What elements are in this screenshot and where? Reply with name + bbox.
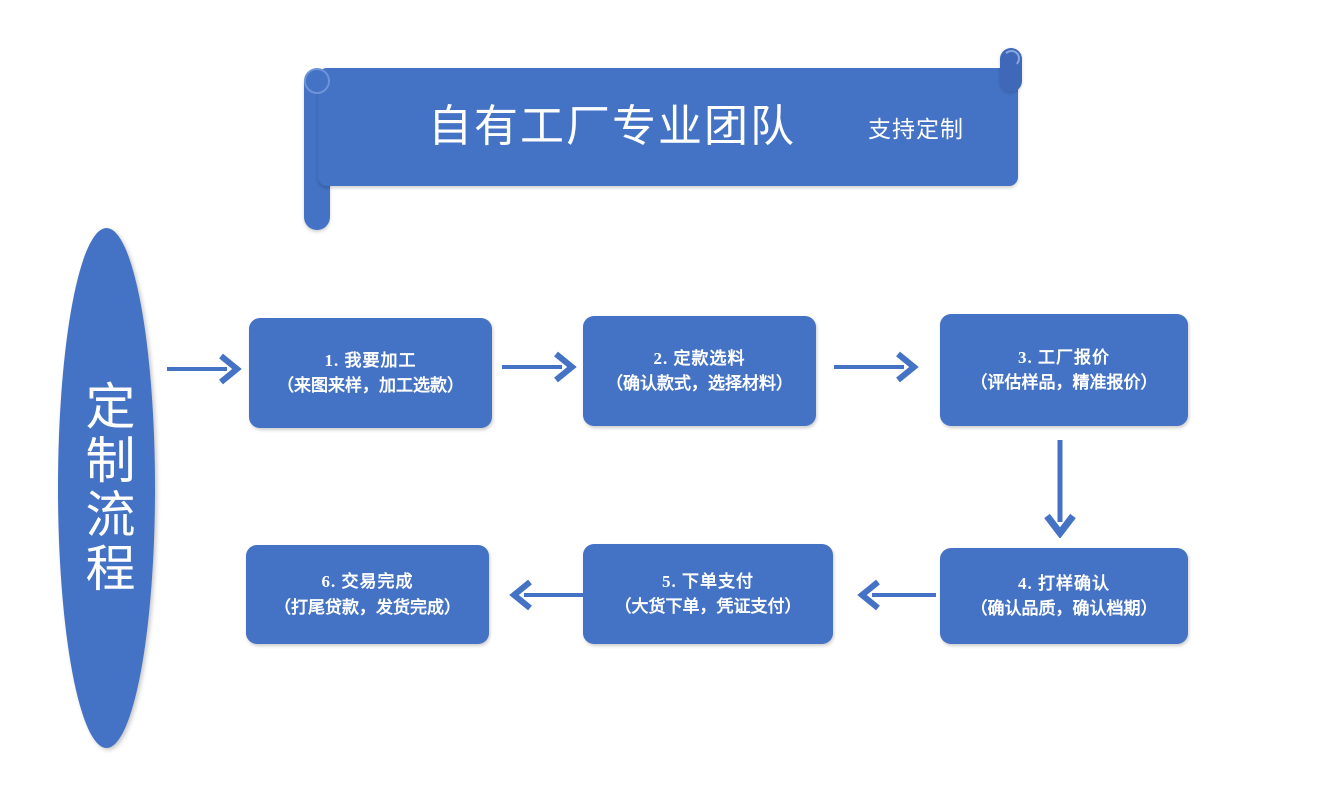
flow-step-3[interactable]: 3. 工厂报价 （评估样品，精准报价） xyxy=(940,314,1188,426)
flow-step-4[interactable]: 4. 打样确认 （确认品质，确认档期） xyxy=(940,548,1188,644)
flow-step-2[interactable]: 2. 定款选料 （确认款式，选择材料） xyxy=(583,316,816,426)
banner-left-curl-icon xyxy=(304,68,330,94)
banner-right-curl-icon xyxy=(1003,50,1020,67)
flow-step-2-detail: （确认款式，选择材料） xyxy=(606,374,793,393)
arrow-right-icon-step1-to-step2 xyxy=(500,350,580,384)
flow-step-1-title: 1. 我要加工 xyxy=(324,350,417,370)
banner-title: 自有工厂专业团队 xyxy=(428,102,796,151)
banner-text-row: 自有工厂专业团队 支持定制 xyxy=(318,68,1018,186)
flow-step-5-title: 5. 下单支付 xyxy=(662,571,754,591)
arrow-left-icon-step5-to-step6 xyxy=(500,578,586,612)
process-side-label: 定制流程 xyxy=(58,228,155,748)
arrow-left-icon-step4-to-step5 xyxy=(848,578,938,612)
header-banner: 自有工厂专业团队 支持定制 xyxy=(300,40,1022,230)
flow-step-1[interactable]: 1. 我要加工 （来图来样，加工选款） xyxy=(249,318,492,428)
flow-step-6-detail: （打尾贷款，发货完成） xyxy=(274,597,461,617)
arrow-right-icon-side-to-step1 xyxy=(165,352,245,386)
flow-step-5[interactable]: 5. 下单支付 （大货下单，凭证支付） xyxy=(583,544,833,644)
flow-step-4-title: 4. 打样确认 xyxy=(1018,573,1110,593)
flow-step-6[interactable]: 6. 交易完成 （打尾贷款，发货完成） xyxy=(246,545,489,644)
flow-step-3-title: 3. 工厂报价 xyxy=(1018,347,1110,367)
process-side-label-text: 定制流程 xyxy=(78,380,135,596)
arrow-right-icon-step2-to-step3 xyxy=(832,350,922,384)
flow-step-4-detail: （确认品质，确认档期） xyxy=(970,599,1158,618)
banner-subtitle: 支持定制 xyxy=(868,117,964,142)
flow-step-2-title: 2. 定款选料 xyxy=(653,348,746,368)
flow-step-5-detail: （大货下单，凭证支付） xyxy=(614,597,802,616)
arrow-down-icon-step3-to-step4 xyxy=(1042,438,1078,538)
flow-step-6-title: 6. 交易完成 xyxy=(321,572,414,591)
flow-step-1-detail: （来图来样，加工选款） xyxy=(277,376,464,395)
flow-step-3-detail: （评估样品，精准报价） xyxy=(970,373,1158,392)
banner-body xyxy=(318,68,1018,186)
